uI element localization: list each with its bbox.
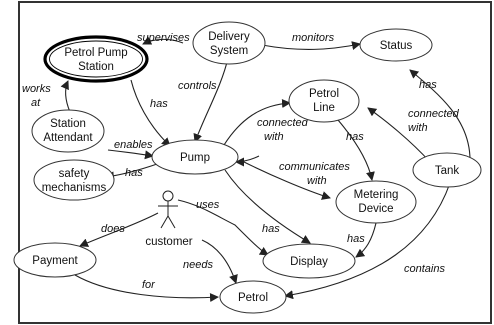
- label-has-meter-display: has: [347, 233, 365, 245]
- edge-monitors: [261, 41, 361, 50]
- edge-connected-pump-line: [223, 99, 291, 146]
- edge-has-pump-display: [224, 169, 311, 244]
- node-display-label: Display: [290, 256, 328, 268]
- edge-does: [79, 212, 159, 247]
- edge-needs: [201, 239, 238, 284]
- label-needs: needs: [183, 259, 213, 271]
- node-delivery-system-line1: Delivery: [208, 31, 250, 43]
- node-payment-label: Payment: [32, 255, 78, 267]
- node-display: Display: [262, 243, 356, 279]
- stick-figure-icon: [158, 190, 178, 229]
- edge-communicates-with: [239, 159, 331, 200]
- label-works-at-1: works: [22, 83, 51, 95]
- label-connected-tank-line-2: with: [408, 122, 428, 134]
- node-tank: Tank: [412, 152, 482, 188]
- node-payment: Payment: [13, 242, 97, 278]
- node-safety-mechanisms-line1: safety: [59, 168, 90, 180]
- edge-works-at: [60, 80, 71, 113]
- edge-enables: [107, 149, 154, 160]
- label-contains: contains: [404, 263, 445, 275]
- label-connected-tank-line-1: connected: [408, 108, 460, 120]
- label-controls: controls: [178, 80, 217, 92]
- node-metering-device-line1: Metering: [354, 189, 399, 201]
- edge-connected-tank-line: [367, 107, 431, 163]
- nodes: Petrol Pump Station Delivery System Stat…: [13, 21, 482, 314]
- edge-has-meter-display: [355, 222, 377, 258]
- edge-controls: [193, 57, 229, 143]
- node-station-attendant-line1: Station: [50, 118, 86, 130]
- edge-has-line-meter: [337, 119, 375, 181]
- edge-has-station-pump: [130, 79, 171, 147]
- node-status-label: Status: [380, 40, 413, 52]
- edge-labels: supervises monitors works at controls ha…: [22, 32, 460, 291]
- node-safety-mechanisms-line2: mechanisms: [42, 182, 107, 194]
- node-petrol-line-line1: Petrol: [309, 88, 339, 100]
- edge-for: [74, 274, 219, 302]
- node-petrol: Petrol: [219, 280, 287, 314]
- node-petrol-pump-station-line1: Petrol Pump: [64, 47, 127, 59]
- label-works-at-2: at: [31, 97, 41, 109]
- edge-supervises: [142, 36, 184, 45]
- node-tank-label: Tank: [435, 165, 460, 177]
- label-does: does: [101, 223, 125, 235]
- label-communicates-2: with: [307, 175, 327, 187]
- label-uses: uses: [196, 199, 220, 211]
- node-pump-label: Pump: [180, 152, 210, 164]
- edge-communicates-with-back: [235, 155, 260, 167]
- node-metering-device: Metering Device: [335, 180, 417, 224]
- label-has-line-meter: has: [346, 131, 364, 143]
- node-customer: customer: [145, 190, 193, 248]
- edges: [60, 36, 471, 302]
- node-safety-mechanisms: safety mechanisms: [33, 159, 115, 201]
- label-communicates-1: communicates: [279, 161, 350, 173]
- node-customer-label: customer: [145, 236, 192, 248]
- node-metering-device-line2: Device: [358, 203, 393, 215]
- label-monitors: monitors: [292, 32, 335, 44]
- label-connected-pump-line-1: connected: [257, 117, 309, 129]
- node-delivery-system: Delivery System: [192, 21, 266, 65]
- node-petrol-pump-station-line2: Station: [78, 61, 114, 73]
- node-petrol-label: Petrol: [238, 292, 268, 304]
- node-pump: Pump: [151, 139, 239, 175]
- label-for: for: [142, 279, 156, 291]
- node-status: Status: [359, 28, 433, 62]
- diagram-border: [18, 1, 492, 324]
- label-has-station-pump: has: [150, 98, 168, 110]
- label-supervises: supervises: [137, 32, 190, 44]
- edge-has-tank-status: [409, 69, 471, 161]
- label-connected-pump-line-2: with: [264, 131, 284, 143]
- label-has-tank-status: has: [419, 79, 437, 91]
- node-station-attendant-line2: Attendant: [43, 132, 93, 144]
- edge-uses: [177, 199, 269, 256]
- label-has-pump-safety: has: [125, 167, 143, 179]
- node-station-attendant: Station Attendant: [31, 109, 105, 153]
- label-enables: enables: [114, 139, 153, 151]
- node-delivery-system-line2: System: [210, 45, 248, 57]
- node-petrol-pump-station: Petrol Pump Station: [43, 35, 149, 83]
- label-has-pump-display: has: [262, 223, 280, 235]
- node-petrol-line-line2: Line: [313, 102, 335, 114]
- edge-contains: [284, 182, 451, 300]
- node-petrol-line: Petrol Line: [288, 79, 360, 123]
